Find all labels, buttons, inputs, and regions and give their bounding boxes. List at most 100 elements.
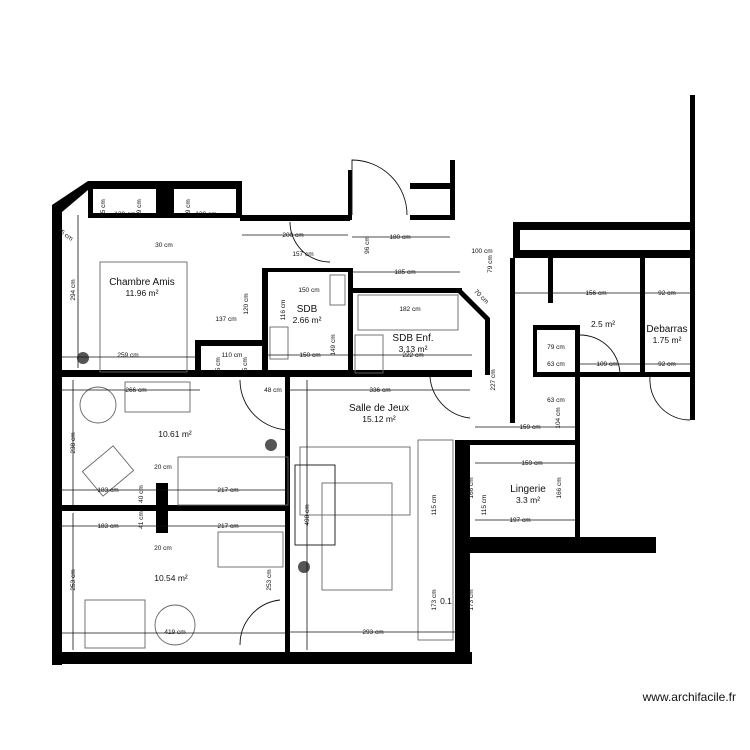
wall xyxy=(533,325,578,330)
wall xyxy=(510,258,515,423)
dimension-label: 259 cm xyxy=(117,352,138,359)
dimension-label: 65 cm xyxy=(215,357,222,375)
dimension-label: 197 cm xyxy=(509,517,530,524)
bathtub xyxy=(357,294,459,331)
dimension-label: 217 cm xyxy=(217,487,238,494)
wall xyxy=(348,170,352,220)
dimension-label: 253 cm xyxy=(70,569,77,590)
room-area: 11.96 m² xyxy=(126,288,159,298)
dimension-label: 109 cm xyxy=(596,361,617,368)
dimension-label: 20 cm xyxy=(154,545,172,552)
dimension-label: 115 cm xyxy=(431,495,438,516)
wall xyxy=(640,258,645,376)
dimension-label: 159 cm xyxy=(519,424,540,431)
door[interactable] xyxy=(289,221,331,263)
desk xyxy=(124,381,191,413)
wall-gap xyxy=(520,230,690,250)
dimension-label: 63 cm xyxy=(547,397,565,404)
dimension-label: 419 cm xyxy=(164,629,185,636)
dimension-label: 180 cm xyxy=(389,234,410,241)
walls xyxy=(52,95,695,665)
light-fixture-icon xyxy=(265,439,277,451)
wall xyxy=(352,288,462,293)
cabinet xyxy=(417,439,454,641)
dimension-label: 41 cm xyxy=(138,511,145,529)
wall xyxy=(470,537,656,553)
room-name: SDB xyxy=(297,304,318,315)
dimension-label: 166 cm xyxy=(556,477,563,498)
bed xyxy=(99,261,188,373)
dimension-label: 293 cm xyxy=(362,629,383,636)
dimension-label: 182 cm xyxy=(399,306,420,313)
wall xyxy=(455,440,580,445)
wall xyxy=(52,652,472,664)
wall xyxy=(52,505,290,511)
wall xyxy=(240,215,350,221)
dimension-label: 116 cm xyxy=(280,300,287,321)
door[interactable] xyxy=(579,334,621,376)
dimension-label: 40 cm xyxy=(138,485,145,503)
room-area: 2.5 m² xyxy=(591,319,615,329)
door[interactable] xyxy=(239,599,281,646)
dimension-label: 63 cm xyxy=(547,361,565,368)
dimension-label: 173 cm xyxy=(468,589,475,610)
wall xyxy=(533,325,537,375)
room-area: 2.66 m² xyxy=(293,315,322,325)
wall xyxy=(52,370,472,377)
door[interactable] xyxy=(649,376,691,421)
dimension-label: 65 cm xyxy=(242,357,249,375)
wall xyxy=(455,440,470,662)
wall xyxy=(533,372,693,377)
wall xyxy=(548,258,553,303)
door[interactable] xyxy=(351,159,408,216)
light-fixture-icon xyxy=(77,352,89,364)
watermark: www.archifacile.fr xyxy=(642,690,736,704)
dimension-label: 266 cm xyxy=(125,387,146,394)
dimension-label: 79 cm xyxy=(547,344,565,351)
dimension-label: 30 cm xyxy=(155,242,173,249)
wall xyxy=(285,370,290,662)
wall xyxy=(450,160,455,220)
room-area: 0.1 xyxy=(440,596,452,606)
dimension-label: 150 cm xyxy=(298,287,319,294)
dimension-label: 498 cm xyxy=(304,504,311,525)
dimension-label: 183 cm xyxy=(97,523,118,530)
bench xyxy=(217,531,284,568)
dimension-label: 79 cm xyxy=(487,255,494,273)
wall xyxy=(88,181,93,218)
sofa xyxy=(294,464,336,546)
wall xyxy=(348,268,353,373)
door[interactable] xyxy=(239,379,291,431)
furniture xyxy=(77,261,459,649)
wall xyxy=(156,181,174,218)
dimension-label: 166 cm xyxy=(468,477,475,498)
room-name: SDB Enf. xyxy=(392,333,433,344)
dimension-label: 100 cm xyxy=(471,248,492,255)
dimension-label: 149 cm xyxy=(330,334,337,355)
dimension-label: 137 cm xyxy=(215,316,236,323)
wall xyxy=(575,375,580,540)
dimension-label: 222 cm xyxy=(402,352,423,359)
wall xyxy=(195,340,201,375)
dimension-label: 217 cm xyxy=(217,523,238,530)
dimension-label: 110 cm xyxy=(222,352,243,359)
bed xyxy=(177,456,289,506)
rug xyxy=(321,482,393,591)
room-area: 3.3 m² xyxy=(516,495,540,505)
dimension-label: 59 cm xyxy=(136,199,143,217)
wall xyxy=(690,95,695,420)
doors xyxy=(239,159,691,646)
room-name: Lingerie xyxy=(510,484,546,495)
toilet xyxy=(269,326,289,360)
wall xyxy=(195,340,265,346)
dimension-label: 20 cm xyxy=(154,464,172,471)
chair xyxy=(84,599,146,649)
dimension-label: 238 cm xyxy=(70,432,77,453)
dimension-label: 159 cm xyxy=(521,460,542,467)
sink xyxy=(329,274,346,306)
dimension-label: 157 cm xyxy=(292,251,313,258)
door[interactable] xyxy=(429,376,471,419)
wall xyxy=(575,325,580,380)
wall xyxy=(262,268,352,272)
dimension-label: 96 cm xyxy=(364,236,371,254)
